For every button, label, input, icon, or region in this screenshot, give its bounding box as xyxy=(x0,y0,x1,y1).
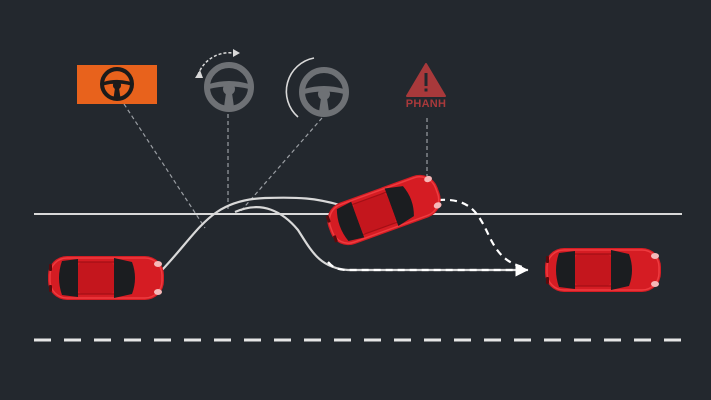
steering-wheel-icon xyxy=(77,65,157,104)
steering-wheel-turn-left-icon xyxy=(285,57,346,118)
guide-line-active-steering xyxy=(123,103,206,229)
braking-dashed-path xyxy=(437,198,527,270)
steering-wheel-turn-right-icon xyxy=(195,49,251,109)
brake-warning-label: PHANH xyxy=(405,98,447,110)
warning-triangle-icon xyxy=(406,63,446,97)
car-starting xyxy=(47,255,165,301)
correction-dashed-path xyxy=(327,261,529,277)
return-trajectory-path xyxy=(234,206,528,272)
car-drifting xyxy=(321,168,447,252)
lane-departure-path xyxy=(161,196,341,271)
car-corrected xyxy=(544,247,662,293)
